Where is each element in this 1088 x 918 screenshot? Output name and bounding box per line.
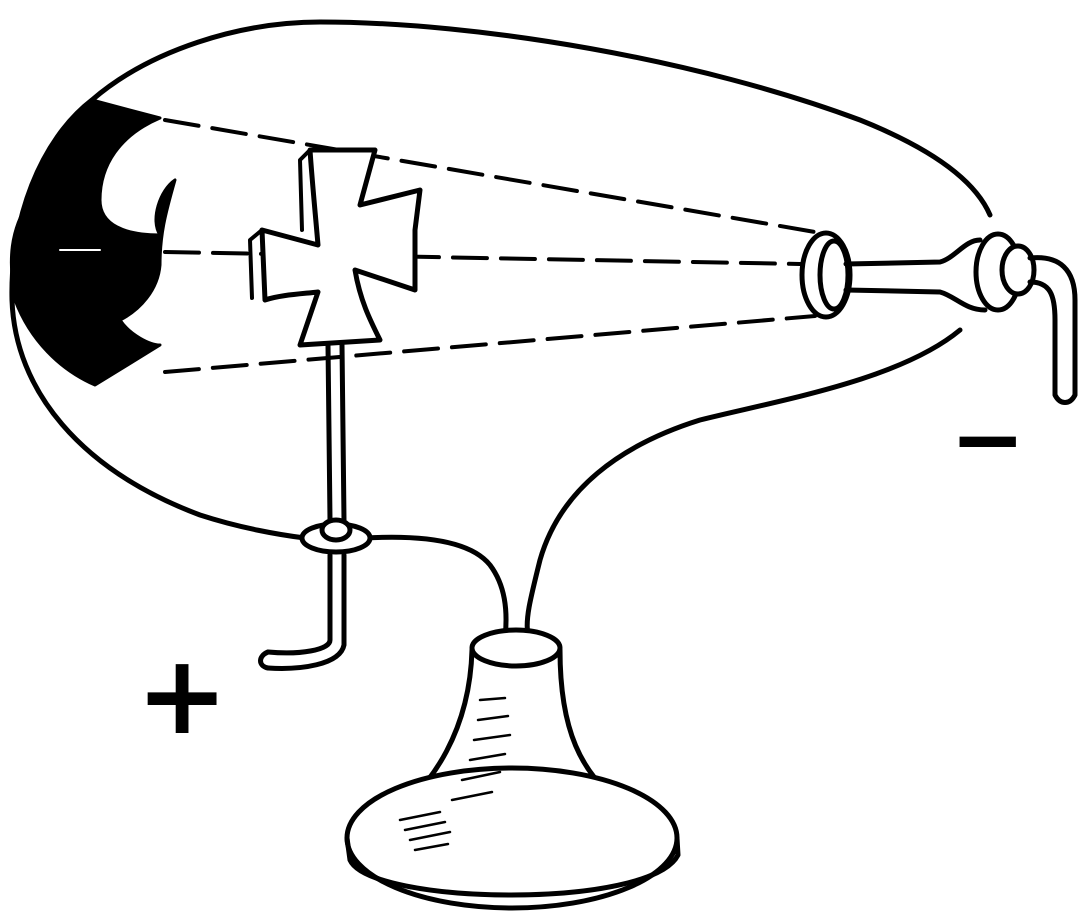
glass-stand — [344, 627, 681, 911]
cathode-rod — [843, 237, 988, 313]
anode-rod — [265, 342, 347, 671]
cross-shadow — [9, 98, 177, 387]
glass-bulb-outline — [9, 19, 993, 641]
maltese-cross — [259, 147, 423, 348]
cathode-negative-sign: − — [950, 387, 1026, 492]
anode-positive-sign: + — [136, 631, 229, 759]
cathode-lead-wire — [1027, 255, 1078, 405]
